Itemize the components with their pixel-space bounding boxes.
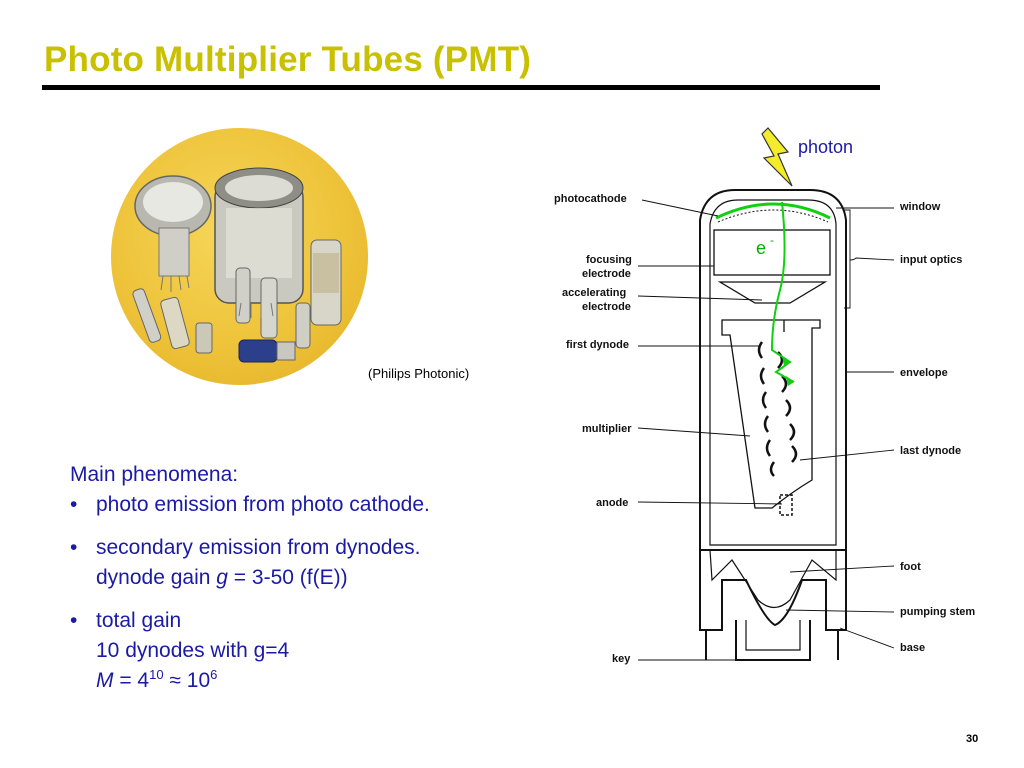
- tube-envelope: [699, 189, 847, 551]
- main-heading: Main phenomena:: [70, 463, 239, 486]
- slide-title: Photo Multiplier Tubes (PMT): [44, 40, 532, 79]
- tube-foot: [699, 550, 847, 631]
- label-base: base: [900, 642, 925, 654]
- label-anode: anode: [596, 497, 628, 509]
- electron-path: [770, 201, 795, 383]
- pmt-diagram: photon e - photocathode focusing electro…: [554, 127, 975, 665]
- dynode-gain-line: dynode gain g = 3-50 (f(E)): [96, 566, 348, 589]
- bullet-dot: •: [70, 493, 78, 516]
- total-gain-equation: M = 410 ≈ 106: [96, 667, 218, 692]
- photo-credit: (Philips Photonic): [368, 366, 470, 381]
- bullet-total-gain: • total gain 10 dynodes with g=4 M = 410…: [70, 606, 430, 696]
- label-pumping-stem: pumping stem: [900, 606, 975, 618]
- label-photocathode: photocathode: [554, 193, 627, 205]
- bullet-dot: •: [70, 609, 78, 632]
- bullet-secondary-emission: • secondary emission from dynodes. dynod…: [70, 533, 430, 593]
- photon-lightning-icon: [761, 127, 793, 187]
- label-focusing-2: electrode: [582, 268, 631, 280]
- label-accelerating-2: electrode: [582, 301, 631, 313]
- left-labels: photocathode focusing electrode accelera…: [554, 193, 632, 665]
- label-first-dynode: first dynode: [566, 339, 629, 351]
- page-number: 30: [966, 733, 979, 745]
- electron-sup: -: [770, 233, 774, 247]
- bullet-photo-emission: • photo emission from photo cathode.: [70, 490, 430, 520]
- right-labels: window input optics envelope last dynode…: [899, 201, 975, 654]
- label-key: key: [612, 653, 631, 665]
- label-accelerating: accelerating: [562, 287, 626, 299]
- photon-label: photon: [798, 137, 853, 157]
- label-input-optics: input optics: [900, 254, 962, 266]
- anode-element: [779, 494, 793, 516]
- photocathode-window: [715, 202, 831, 220]
- label-focusing: focusing: [586, 254, 632, 266]
- label-multiplier: multiplier: [582, 423, 632, 435]
- pmt-product-photo: [111, 128, 368, 385]
- title-underline: [42, 85, 880, 90]
- label-last-dynode: last dynode: [900, 445, 961, 457]
- label-envelope: envelope: [900, 367, 948, 379]
- bullet-dot: •: [70, 536, 78, 559]
- dynode-chain: [757, 341, 798, 477]
- label-window: window: [899, 201, 941, 213]
- label-foot: foot: [900, 561, 921, 573]
- electron-label: e: [756, 238, 766, 258]
- main-phenomena-text: Main phenomena: • photo emission from ph…: [70, 460, 430, 696]
